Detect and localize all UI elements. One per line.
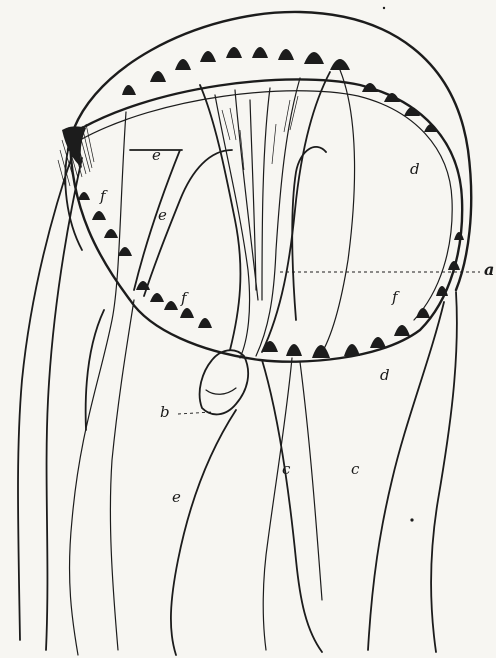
manubrium	[200, 72, 330, 358]
bell-outline	[68, 12, 471, 290]
label-f-3: f	[392, 290, 398, 305]
label-c-2: c	[351, 462, 359, 477]
label-f-2: f	[181, 291, 187, 306]
label-d-1: d	[410, 162, 420, 177]
tentacles	[18, 70, 457, 655]
label-b: b	[160, 405, 170, 420]
gonads-top-row	[122, 47, 438, 132]
label-e-2: e	[158, 208, 167, 223]
mouth	[200, 350, 249, 414]
gonads-lower-left	[78, 192, 212, 328]
label-c-1: c	[282, 462, 290, 477]
label-e-3: e	[172, 490, 181, 505]
label-d-2: d	[380, 368, 390, 383]
label-a: a	[484, 262, 494, 278]
inner-right-canal	[292, 147, 326, 320]
radial-canal-left	[130, 150, 182, 290]
label-f-1: f	[100, 189, 106, 204]
label-e-1: e	[152, 148, 161, 163]
